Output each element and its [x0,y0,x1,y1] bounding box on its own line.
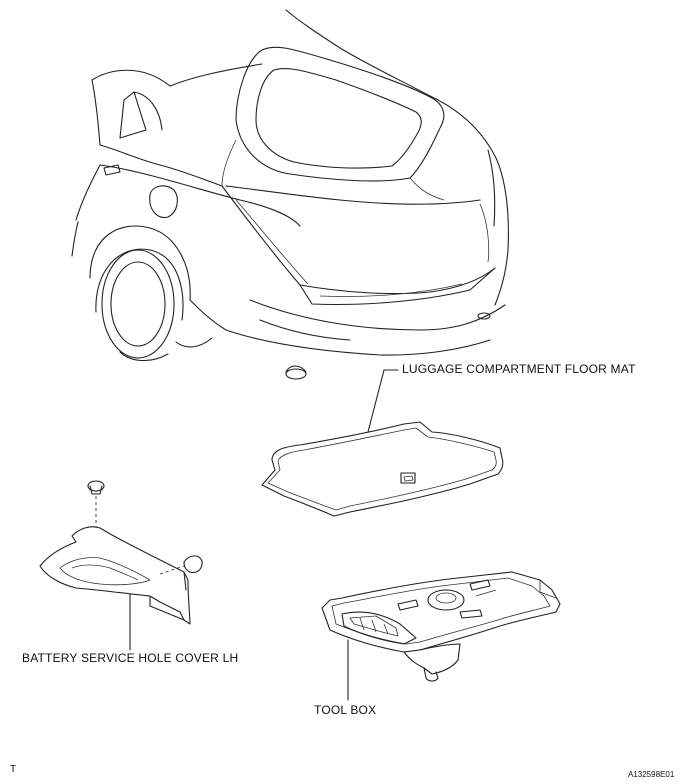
figure-id: A132598E01 [628,770,675,779]
floor-mat-part [261,421,504,517]
corner-mark: T [10,764,17,775]
tool-box-label: TOOL BOX [314,703,377,717]
floor-mat-label: LUGGAGE COMPARTMENT FLOOR MAT [402,362,636,376]
battery-cover-part [39,480,203,651]
car-rear-illustration [71,9,509,380]
tool-box-part [321,571,561,701]
battery-cover-label: BATTERY SERVICE HOLE COVER LH [22,651,239,665]
floor-mat-leader [367,369,399,433]
